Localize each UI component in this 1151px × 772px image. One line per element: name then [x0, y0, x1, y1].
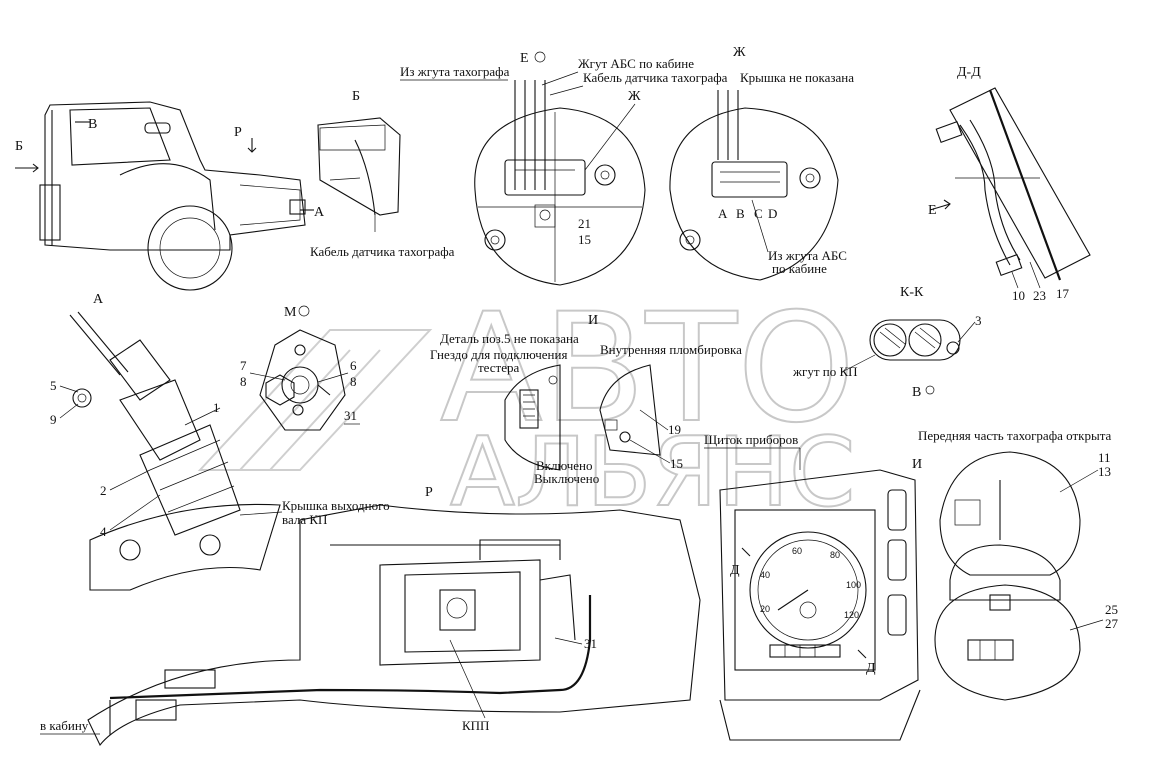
callout-25: 25 — [1105, 602, 1118, 617]
section-kk-title: К-К — [900, 285, 924, 300]
view-d-marker-1: Д — [730, 563, 740, 578]
callout-2: 2 — [100, 483, 107, 498]
section-dd-title: Д-Д — [957, 65, 981, 80]
callout-1: 1 — [213, 400, 220, 415]
watermark: АВТО АЛЬЯНС — [197, 281, 856, 529]
view-a-title: А — [93, 292, 104, 307]
view-v-marker: В — [88, 117, 97, 132]
view-v-small: В — [912, 385, 921, 400]
section-d-d: Д-Д Е 10 23 17 — [928, 65, 1091, 303]
callout-23: 23 — [1033, 288, 1046, 303]
callout-15-mid: 15 — [670, 456, 683, 471]
view-a-sensor: А 5 9 1 2 4 Крышка выходного вала КП — [50, 292, 390, 591]
gauge-tick-60: 60 — [792, 546, 802, 556]
label-abs-harness-cab: Жгут АБС по кабине — [578, 56, 694, 71]
pin-b: B — [736, 206, 745, 221]
label-from-abs-1: Из жгута АБС — [768, 248, 847, 263]
label-detail5: Деталь поз.5 не показана — [440, 331, 579, 346]
pin-a: A — [718, 206, 728, 221]
view-m-flange: М 7 8 6 8 31 — [240, 305, 360, 431]
view-d-marker-2: Д — [866, 661, 876, 676]
callout-21: 21 — [578, 216, 591, 231]
label-cover-not-shown: Крышка не показана — [740, 70, 854, 85]
section-p-gearbox: Р 31 в кабину КПП — [40, 485, 701, 747]
view-b-detail: Б Кабель датчика тахографа — [310, 89, 455, 259]
label-from-tacho-harness: Из жгута тахографа — [400, 64, 510, 79]
label-internal-seal: Внутренняя пломбировка — [600, 342, 742, 357]
gauge-tick-100: 100 — [846, 580, 861, 590]
callout-31-bottom: 31 — [584, 636, 597, 651]
view-b-marker: Б — [15, 139, 23, 154]
pin-c: C — [754, 206, 763, 221]
gauge-tick-40: 40 — [760, 570, 770, 580]
callout-15-top: 15 — [578, 232, 591, 247]
view-b-title: Б — [352, 89, 360, 104]
label-gearbox-cover-1: Крышка выходного — [282, 498, 390, 513]
truck-side-view: Б В Р А — [15, 101, 325, 291]
label-front-open: Передняя часть тахографа открыта — [918, 428, 1112, 443]
instrument-panel: Щиток приборов 20 40 60 80 100 120 Д Д — [704, 432, 921, 741]
label-socket-2: тестера — [478, 360, 519, 375]
label-on: Включено — [536, 458, 592, 473]
view-e-arrow-label: Е — [928, 203, 937, 218]
label-kpp: КПП — [462, 718, 489, 733]
callout-7: 7 — [240, 358, 247, 373]
callout-13: 13 — [1098, 464, 1111, 479]
gauge-tick-80: 80 — [830, 550, 840, 560]
label-to-cab: в кабину — [40, 718, 89, 733]
view-a-marker: А — [314, 205, 325, 220]
view-zh-housing: Ж Крышка не показана A B C D Из жгута АБ… — [669, 45, 854, 281]
view-m-title: М — [284, 305, 297, 320]
callout-31-top: 31 — [344, 408, 357, 423]
label-socket-1: Гнездо для подключения — [430, 347, 567, 362]
callout-9: 9 — [50, 412, 57, 427]
callout-8-left: 8 — [240, 374, 247, 389]
callout-8-right: 8 — [350, 374, 357, 389]
view-zh-marker: Ж — [628, 89, 641, 104]
view-i-sealing: И Деталь поз.5 не показана Гнездо для по… — [430, 313, 742, 486]
label-from-abs-2: по кабине — [772, 261, 827, 276]
callout-5: 5 — [50, 378, 57, 393]
section-p-title: Р — [425, 485, 433, 500]
callout-6: 6 — [350, 358, 357, 373]
view-e-housing: Е Из жгута тахографа Жгут АБС по кабине … — [400, 51, 728, 286]
section-k-k: К-К 3 жгут по КП В — [792, 285, 982, 400]
watermark-line1: АВТО — [440, 282, 855, 456]
watermark-logo — [197, 329, 433, 471]
gauge-tick-20: 20 — [760, 604, 770, 614]
label-cable-tacho-sensor: Кабель датчика тахографа — [583, 70, 728, 85]
callout-3: 3 — [975, 313, 982, 328]
view-i-title: И — [588, 313, 598, 328]
label-harness-kp: жгут по КП — [792, 364, 858, 379]
label-off: Выключено — [534, 471, 599, 486]
view-zh-title: Ж — [733, 45, 746, 60]
label-cable-tacho-left: Кабель датчика тахографа — [310, 244, 455, 259]
view-e-title: Е — [520, 51, 529, 66]
section-p-marker: Р — [234, 125, 242, 140]
callout-19: 19 — [668, 422, 681, 437]
callout-27: 27 — [1105, 616, 1119, 631]
callout-10: 10 — [1012, 288, 1025, 303]
view-i-marker: И — [912, 457, 922, 472]
callout-17: 17 — [1056, 286, 1070, 301]
label-instrument-panel: Щиток приборов — [704, 432, 798, 447]
callout-11: 11 — [1098, 450, 1111, 465]
gauge-tick-120: 120 — [844, 610, 859, 620]
pin-d: D — [768, 206, 777, 221]
tachograph-front-open: Передняя часть тахографа открыта И 11 13… — [912, 428, 1119, 701]
callout-4: 4 — [100, 524, 107, 539]
